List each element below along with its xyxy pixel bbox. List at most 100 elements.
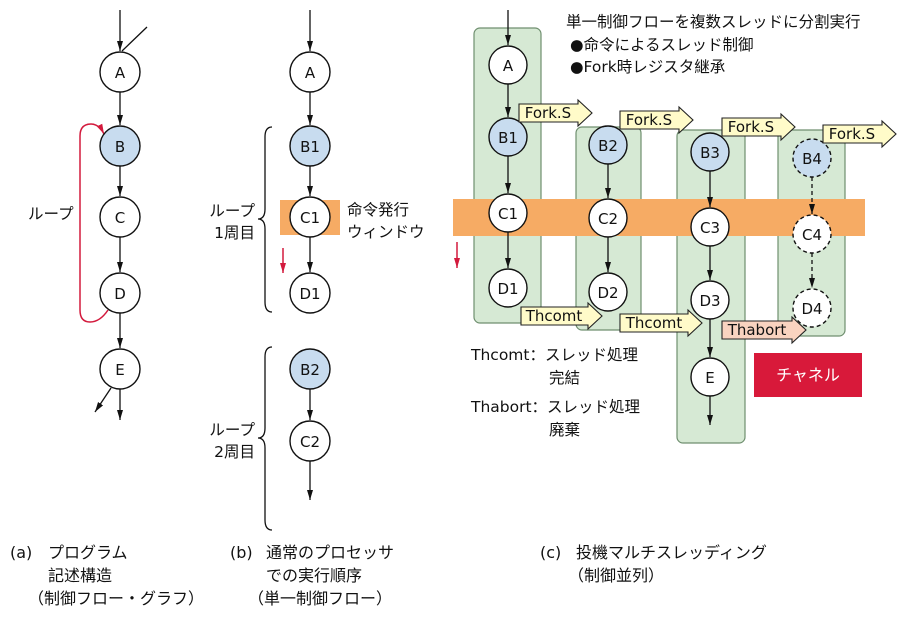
caption-line: での実行順序 [266,566,362,585]
thabort-label: Thabort [727,321,787,339]
node-b3: B3 [690,132,730,172]
node-circle [588,198,628,238]
fork-arrow-shape [822,119,897,149]
feature-bullet: ●Fork時レジスタ継承 [570,58,725,76]
node-circle [792,214,832,254]
fork-arrow-shape [619,105,694,135]
node-label: B4 [802,150,822,168]
legend: Thcomt：スレッド処理 完結 Thabort：スレッド処理 廃棄 [470,346,640,439]
loop2-brace [257,346,273,531]
thcomt-arrow: Thcomt [520,301,603,331]
caption-c: (c) 投機マルチスレッディング （制御並列） [540,543,767,585]
node-d: D [99,272,141,314]
node-label: D [114,285,126,303]
fork-label: Fork.S [626,111,672,129]
loop1-label: ループ [209,202,255,220]
node-label: C2 [300,433,320,451]
caption-line: （制御フロー・グラフ） [28,589,204,608]
node-label: C3 [700,219,720,237]
node-circle [588,125,628,165]
channel-label: チャネル [776,366,840,385]
node-circle [488,268,528,308]
node-c1: C1 [289,196,331,238]
thcomt-arrow-shape [520,301,603,331]
node-label: D3 [699,292,720,310]
legend-term-continuation: 完結 [549,369,580,387]
thcomt-arrow-shape [619,308,703,338]
thabort-arrow-shape [721,315,807,345]
diagram-c: 単一制御フローを複数スレッドに分割実行 ●命令によるスレッド制御 ●Fork時レ… [453,10,897,585]
caption-tag: (c) [540,543,561,562]
feature-bullet: ●命令によるスレッド制御 [570,36,754,54]
fork-arrow-shape [518,98,593,128]
node-circle [690,280,730,320]
node-circle [99,272,141,314]
node-circle [289,125,331,167]
node-circle [792,288,832,328]
caption-line: 通常のプロセッサ [266,543,394,562]
node-label: D1 [497,280,518,298]
thcomt-label: Thcomt [525,307,583,325]
node-b1: B1 [289,125,331,167]
loop2-label: 2周目 [214,443,255,461]
diagram-b: 命令発行 ウィンドウ ループ 1周目 ループ 2周目 A B1 C1 D1 B2 [209,10,425,608]
fork-arrow: Fork.S [518,98,593,128]
node-circle [289,51,331,93]
loop2-label: ループ [209,421,255,439]
node-label: B1 [498,129,518,147]
node-d1: D1 [289,272,331,314]
caption-line: 投機マルチスレッディング [576,543,767,562]
node-d2: D2 [588,272,628,312]
node-label: E [115,361,124,379]
node-label: A [503,57,514,75]
node-c2: C2 [588,198,628,238]
node-circle [488,45,528,85]
node-b2: B2 [289,348,331,390]
node-label: B3 [700,144,720,162]
thcomt-arrow: Thcomt [619,308,703,338]
node-circle [289,348,331,390]
node-label: B [115,138,125,156]
node-label: D4 [801,300,822,318]
loop-label: ループ [28,205,74,223]
node-a: A [488,45,528,85]
caption-a: (a) プログラム 記述構造 （制御フロー・グラフ） [10,543,204,608]
node-circle [289,196,331,238]
loop-back-edge [79,123,109,323]
entry-diagonal-edge [121,26,148,52]
node-label: A [115,64,126,82]
node-b1: B1 [488,117,528,157]
loop1-brace [257,126,273,313]
node-label: E [705,369,714,387]
node-d3: D3 [690,280,730,320]
node-label: C4 [802,226,822,244]
node-circle [99,196,141,238]
caption-tag: (b) [230,543,253,562]
node-label: A [305,64,316,82]
node-b2: B2 [588,125,628,165]
node-circle [488,193,528,233]
node-e: E [99,348,141,390]
legend-term: Thabort：スレッド処理 [470,398,640,416]
channel-box: チャネル [754,353,862,397]
node-label: B2 [300,361,320,379]
thcomt-label: Thcomt [625,314,683,332]
fork-label: Fork.S [525,104,571,122]
issue-window-label: ウィンドウ [347,223,425,241]
fork-arrow: Fork.S [822,119,897,149]
node-circle [99,125,141,167]
thabort-arrow: Thabort [721,315,807,345]
fork-label: Fork.S [829,125,875,143]
node-label: C2 [598,210,618,228]
caption-b: (b) 通常のプロセッサ での実行順序 （単一制御フロー） [230,543,394,608]
node-d1: D1 [488,268,528,308]
node-label: C1 [498,205,518,223]
fork-arrow: Fork.S [619,105,694,135]
loop1-label: 1周目 [214,224,255,242]
fork-label: Fork.S [728,118,774,136]
caption-line: （単一制御フロー） [248,589,392,608]
node-a: A [289,51,331,93]
legend-term-continuation: 廃棄 [549,421,580,439]
node-c3: C3 [690,207,730,247]
legend-term: Thcomt：スレッド処理 [470,346,638,364]
